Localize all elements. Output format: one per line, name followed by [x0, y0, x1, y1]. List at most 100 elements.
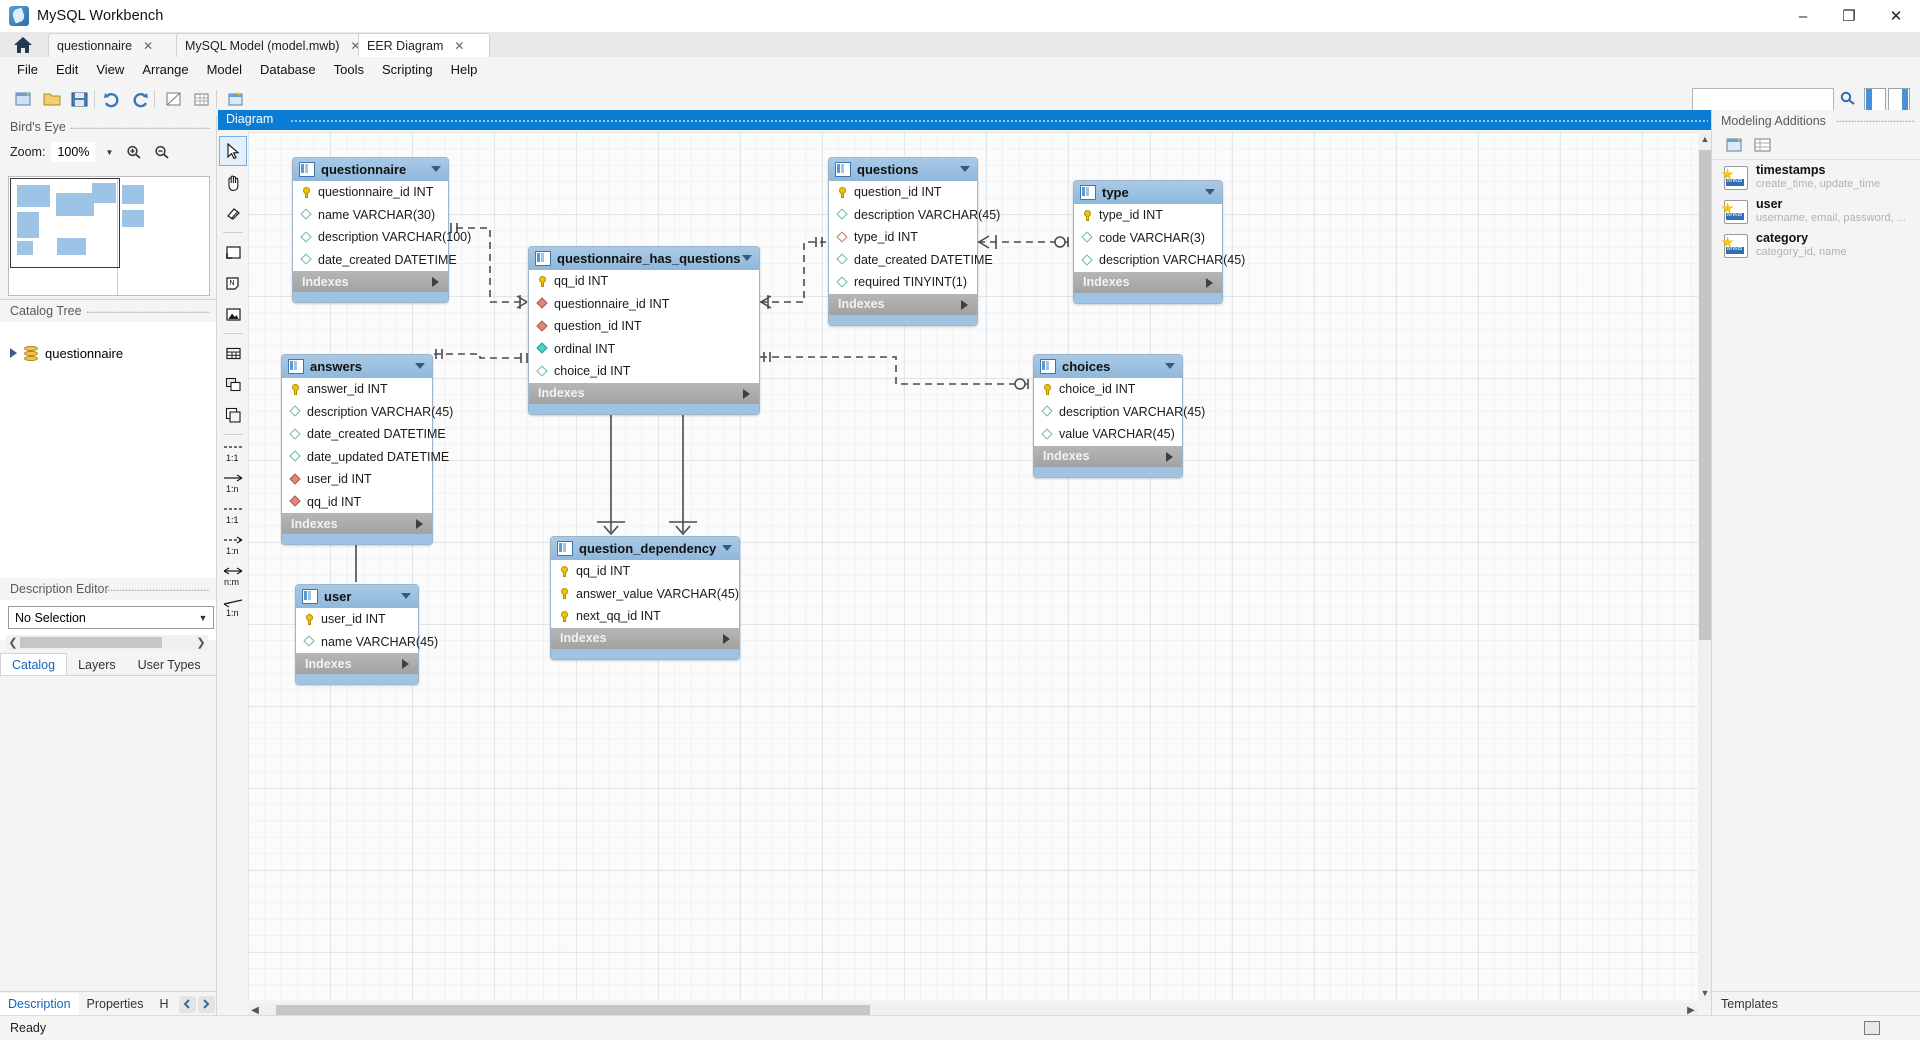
- table-column[interactable]: required TINYINT(1): [829, 271, 977, 294]
- catalog-tree-item-questionnaire[interactable]: questionnaire: [0, 342, 216, 364]
- table-header[interactable]: questionnaire_has_questions: [529, 247, 759, 270]
- menu-tools[interactable]: Tools: [333, 62, 364, 77]
- table-column[interactable]: ordinal INT: [529, 338, 759, 361]
- table-column[interactable]: date_updated DATETIME: [282, 446, 449, 469]
- table-column[interactable]: answer_value VARCHAR(45): [551, 583, 739, 606]
- tab-layers[interactable]: Layers: [78, 657, 116, 672]
- table-indexes-section[interactable]: Indexes: [1034, 445, 1182, 467]
- chevron-down-icon[interactable]: [1165, 363, 1175, 369]
- tab-description[interactable]: Description: [0, 992, 79, 1016]
- save-model-icon[interactable]: [68, 87, 92, 111]
- relation-n-m-tool[interactable]: n:m: [219, 563, 247, 593]
- list-view-icon[interactable]: [1752, 135, 1774, 156]
- menu-model[interactable]: Model: [206, 62, 242, 77]
- zoom-in-icon[interactable]: [123, 142, 145, 162]
- table-column[interactable]: user_id INT: [282, 468, 432, 491]
- search-input[interactable]: [1692, 88, 1834, 111]
- table-column[interactable]: questionnaire_id INT: [293, 181, 448, 204]
- table-indexes-section[interactable]: Indexes: [529, 382, 759, 404]
- menu-edit[interactable]: Edit: [55, 62, 79, 77]
- tab-close-icon[interactable]: ✕: [350, 39, 361, 53]
- table-column[interactable]: next_qq_id INT: [551, 605, 739, 628]
- table-column[interactable]: type_id INT: [1074, 204, 1222, 227]
- table-indexes-section[interactable]: Indexes: [296, 653, 418, 674]
- expand-triangle-icon[interactable]: [10, 348, 17, 358]
- relation-place-tool[interactable]: 1:n: [219, 594, 247, 624]
- add-object-icon[interactable]: [1724, 135, 1746, 156]
- list-item[interactable]: timestamps create_time, update_time: [1712, 160, 1920, 194]
- new-model-icon[interactable]: [12, 87, 36, 111]
- zoom-dropdown-icon[interactable]: ▼: [105, 147, 114, 157]
- chevron-down-icon[interactable]: [1205, 189, 1215, 195]
- scroll-right-icon[interactable]: ❯: [196, 637, 206, 649]
- note-tool-icon[interactable]: N: [219, 268, 247, 298]
- scroll-left-icon[interactable]: ❮: [8, 637, 18, 649]
- menu-view[interactable]: View: [96, 62, 125, 77]
- view-tool-icon[interactable]: [219, 369, 247, 399]
- table-header[interactable]: type: [1074, 181, 1222, 204]
- expand-arrow-icon[interactable]: [961, 299, 968, 310]
- table-header[interactable]: user: [296, 585, 418, 608]
- scroll-down-icon[interactable]: ▼: [1700, 988, 1710, 998]
- prev-tab-icon[interactable]: [178, 995, 196, 1013]
- scroll-up-icon[interactable]: ▲: [1700, 134, 1710, 144]
- menu-file[interactable]: File: [17, 62, 38, 77]
- table-column[interactable]: qq_id INT: [529, 270, 759, 293]
- menu-scripting[interactable]: Scripting: [382, 62, 433, 77]
- birds-eye-view[interactable]: [8, 176, 210, 296]
- table-column[interactable]: description VARCHAR(45): [1034, 401, 1205, 424]
- table-header[interactable]: questionnaire: [293, 158, 448, 181]
- table-column[interactable]: date_created DATETIME: [829, 249, 993, 272]
- table-indexes-section[interactable]: Indexes: [829, 293, 977, 315]
- chevron-down-icon[interactable]: [722, 545, 732, 551]
- canvas-hscrollbar[interactable]: ◀ ▶: [248, 1003, 1698, 1018]
- expand-arrow-icon[interactable]: [743, 388, 750, 399]
- expand-arrow-icon[interactable]: [1206, 277, 1213, 288]
- table-column[interactable]: date_created DATETIME: [293, 249, 457, 272]
- selection-dropdown[interactable]: No Selection ▼: [8, 606, 214, 629]
- tab-eer-diagram[interactable]: EER Diagram ✕: [358, 33, 490, 58]
- menu-arrange[interactable]: Arrange: [142, 62, 189, 77]
- toggle-left-panel-button[interactable]: [1864, 88, 1886, 111]
- chevron-down-icon[interactable]: [960, 166, 970, 172]
- undo-icon[interactable]: [100, 87, 124, 111]
- table-header[interactable]: questions: [829, 158, 977, 181]
- chevron-down-icon[interactable]: [415, 363, 425, 369]
- tab-questionnaire[interactable]: questionnaire ✕: [48, 33, 190, 58]
- tab-properties[interactable]: Properties: [86, 997, 144, 1011]
- eraser-tool-icon[interactable]: [219, 198, 247, 228]
- next-tab-icon[interactable]: [197, 995, 215, 1013]
- expand-arrow-icon[interactable]: [1166, 451, 1173, 462]
- chevron-down-icon[interactable]: [401, 593, 411, 599]
- tab-catalog[interactable]: Catalog: [0, 653, 68, 675]
- table-column[interactable]: answer_id INT: [282, 378, 432, 401]
- tab-history[interactable]: H: [159, 997, 169, 1011]
- list-item[interactable]: user username, email, password, ...: [1712, 194, 1920, 228]
- relation-1-1-non-identifying-tool[interactable]: 1:1: [219, 501, 247, 531]
- table-column[interactable]: user_id INT: [296, 608, 418, 631]
- zoom-out-icon[interactable]: [151, 142, 173, 162]
- table-column[interactable]: name VARCHAR(30): [293, 204, 448, 227]
- tab-user-types[interactable]: User Types: [137, 657, 201, 672]
- list-item[interactable]: category category_id, name: [1712, 228, 1920, 262]
- table-indexes-section[interactable]: Indexes: [551, 627, 739, 649]
- table-column[interactable]: code VARCHAR(3): [1074, 227, 1222, 250]
- minimize-button[interactable]: –: [1798, 7, 1808, 25]
- table-column[interactable]: qq_id INT: [282, 491, 432, 514]
- table-tool-icon[interactable]: [219, 338, 247, 368]
- table-column[interactable]: description VARCHAR(45): [282, 401, 453, 424]
- table-column[interactable]: question_id INT: [529, 315, 759, 338]
- relation-1-n-non-identifying-tool[interactable]: 1:n: [219, 532, 247, 562]
- snap-grid-icon[interactable]: [190, 87, 214, 111]
- open-model-icon[interactable]: [40, 87, 64, 111]
- menu-help[interactable]: Help: [450, 62, 478, 77]
- scroll-right-icon[interactable]: ▶: [1687, 1005, 1695, 1016]
- table-column[interactable]: choice_id INT: [529, 360, 759, 383]
- new-diagram-icon[interactable]: [224, 87, 248, 111]
- table-column[interactable]: questionnaire_id INT: [529, 293, 759, 316]
